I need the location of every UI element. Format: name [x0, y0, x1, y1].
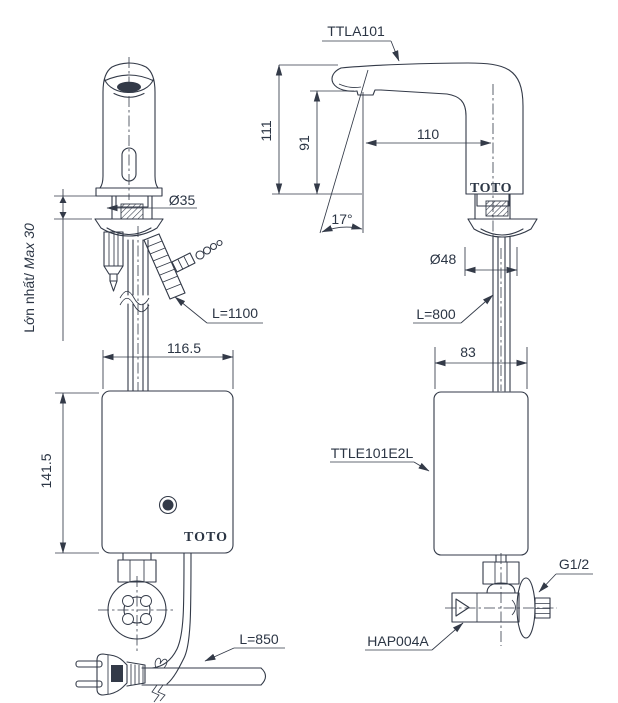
inlet-strainer — [98, 552, 176, 652]
controller-box-front: TOTO — [101, 390, 234, 554]
dimension-controller-height: 141.5 — [38, 392, 99, 554]
power-plug — [75, 653, 146, 696]
faucet-shank-side — [467, 193, 538, 238]
dimension-spray-angle: 17° — [319, 69, 369, 234]
dim-deck-thickness-label: Lớn nhất/ Max 30 — [21, 223, 37, 333]
dimension-controller-depth: 83 — [434, 344, 528, 389]
dim-supply-hose-label: L=800 — [416, 306, 456, 322]
label-spout-model-group: TTLA101 — [322, 23, 400, 62]
dim-overall-height-label: 111 — [258, 120, 274, 141]
toto-logo-side: TOTO — [470, 181, 512, 196]
dimension-overall-height: 111 — [258, 64, 362, 195]
dimension-supply-hose: L=800 — [413, 294, 494, 324]
dim-flange-diameter-label: Ø48 — [430, 251, 457, 267]
dimension-spout-reach: 110 — [365, 126, 492, 147]
dim-sensor-height-label: 91 — [296, 135, 312, 151]
dim-spout-reach-label: 110 — [417, 126, 440, 142]
dimension-controller-width: 116.5 — [102, 340, 234, 389]
dim-spray-angle-label: 17° — [331, 211, 352, 227]
dim-controller-width-label: 116.5 — [167, 340, 201, 356]
mounting-stud — [103, 231, 124, 292]
faucet-body-side: TOTO — [331, 62, 524, 244]
toto-logo: TOTO — [184, 530, 228, 545]
label-valve-model-group: HAP004A — [365, 622, 464, 651]
cable-tie — [154, 657, 168, 669]
dim-sensor-cable-label: L=1100 — [212, 305, 258, 321]
power-cord — [141, 552, 267, 703]
angle-valve — [445, 553, 557, 646]
label-controller-model-group: TTLE101E2L — [330, 445, 430, 472]
controller-box-side — [433, 391, 529, 556]
label-spout-model: TTLA101 — [327, 23, 385, 39]
label-thread-size: G1/2 — [559, 556, 590, 572]
dimension-deck-thickness: Lớn nhất/ Max 30 — [21, 189, 98, 341]
supply-pipes-front — [119, 226, 150, 392]
front-view: TOTO — [21, 57, 285, 703]
faucet-shank-front — [94, 195, 164, 237]
sensor-cable-hose — [143, 233, 223, 300]
dimension-flange-diameter: Ø48 — [430, 247, 518, 276]
label-thread-size-group: G1/2 — [538, 556, 593, 593]
controller-button — [158, 495, 178, 515]
faucet-body-front — [95, 57, 163, 200]
label-valve-model: HAP004A — [367, 633, 429, 649]
side-view: TTLA101 TOTO — [258, 23, 593, 651]
supply-pipes-side — [492, 236, 511, 392]
dimension-shank-diameter: Ø35 — [106, 192, 197, 212]
dimension-power-cord: L=850 — [204, 631, 285, 662]
dimension-sensor-height: 91 — [296, 90, 354, 195]
dim-controller-depth-label: 83 — [460, 344, 476, 360]
dim-controller-height-label: 141.5 — [38, 453, 54, 488]
dim-shank-diameter-label: Ø35 — [169, 192, 196, 208]
dim-power-cord-label: L=850 — [239, 631, 279, 647]
label-controller-model: TTLE101E2L — [331, 445, 414, 461]
dimension-sensor-cable: L=1100 — [174, 296, 263, 324]
